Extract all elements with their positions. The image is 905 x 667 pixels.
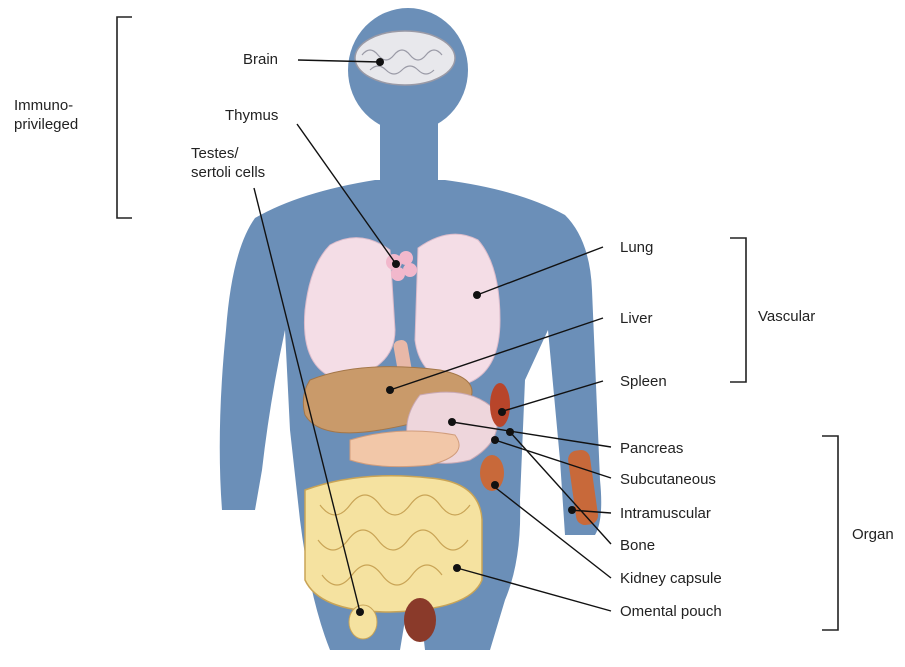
group-organ: Organ — [852, 525, 894, 544]
vascular-bracket — [730, 238, 746, 382]
group-immuno-privileged: Immuno- privileged — [14, 96, 78, 134]
organ-bracket — [822, 436, 838, 630]
right-lung — [415, 234, 500, 385]
group-vascular: Vascular — [758, 307, 815, 326]
group-immuno-line2: privileged — [14, 115, 78, 134]
label-bone: Bone — [620, 536, 655, 555]
label-subcutaneous: Subcutaneous — [620, 470, 716, 489]
label-liver: Liver — [620, 309, 653, 328]
immuno-bracket — [117, 17, 132, 218]
label-testes: Testes/ sertoli cells — [191, 144, 265, 182]
spleen-organ — [490, 383, 510, 427]
label-omental-pouch: Omental pouch — [620, 602, 722, 621]
testis-organ-2 — [404, 598, 436, 642]
label-kidney-capsule: Kidney capsule — [620, 569, 722, 588]
label-testes-line1: Testes/ — [191, 144, 265, 163]
label-intramuscular: Intramuscular — [620, 504, 711, 523]
pancreas-organ — [350, 431, 459, 467]
group-immuno-line1: Immuno- — [14, 96, 78, 115]
label-pancreas: Pancreas — [620, 439, 683, 458]
label-brain: Brain — [243, 50, 278, 69]
label-spleen: Spleen — [620, 372, 667, 391]
label-thymus: Thymus — [225, 106, 278, 125]
label-lung: Lung — [620, 238, 653, 257]
label-testes-line2: sertoli cells — [191, 163, 265, 182]
brain-organ — [355, 31, 455, 85]
